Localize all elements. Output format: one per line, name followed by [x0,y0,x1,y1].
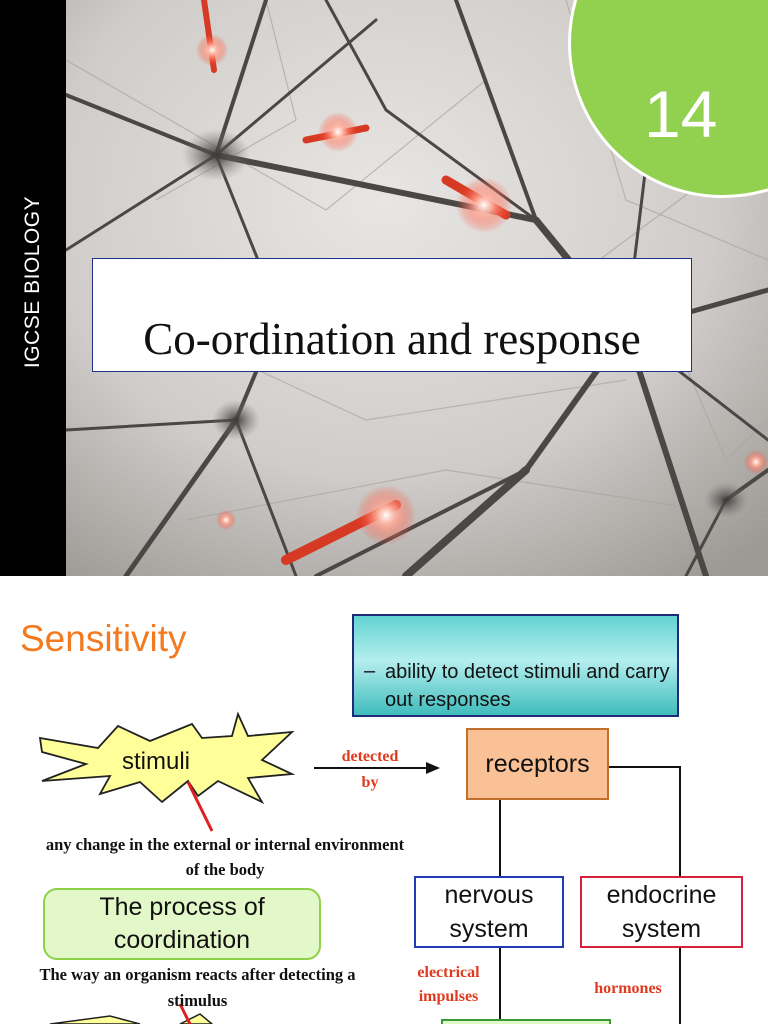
nervous-line1: nervous [444,881,534,909]
title-slide: IGCSE BIOLOGY [0,0,768,576]
bottom-green-box [441,1019,611,1024]
receptors-box: receptors [466,728,609,800]
definition-text: ability to detect stimuli and carry out … [385,661,670,711]
title-box: Co-ordination and response [92,258,692,372]
endocrine-line1: endocrine [606,881,717,909]
electrical-label: electrical [417,964,480,981]
detected-label: detected [341,748,399,765]
stimuli-label: stimuli [122,748,191,775]
nervous-line2: system [449,915,529,943]
bottom-burst-partial [49,1015,141,1024]
slide-heading: Sensitivity [20,618,187,659]
sensitivity-slide: Sensitivity – ability to detect stimuli … [0,576,768,1024]
definition-dash: – [364,660,376,682]
detected-arrow-head [426,762,440,774]
impulses-label: impulses [418,988,479,1005]
process-of-coordination-box: The process of coordination [43,888,321,960]
receptors-to-endocrine-line [609,766,681,876]
slide-title: Co-ordination and response [143,314,641,364]
stimuli-pointer-line [186,781,214,832]
endocrine-line2: system [621,915,702,943]
process-line1: The process of [99,893,265,921]
stimuli-caption: any change in the external or internal e… [45,835,405,879]
bottom-pointer-line [178,1003,192,1024]
hormones-label: hormones [594,980,662,997]
stimuli-burst-shape [38,711,296,805]
receptors-label: receptors [485,750,590,778]
definition-box: – ability to detect stimuli and carry ou… [352,614,679,717]
process-caption: The way an organism reacts after detecti… [39,965,356,1010]
nervous-system-box: nervous system [414,876,564,948]
course-label: IGCSE BIOLOGY [21,195,44,369]
diagram-graphics [38,711,681,1024]
chapter-number: 14 [644,77,718,151]
by-label: by [361,774,379,791]
side-strip: IGCSE BIOLOGY [0,0,66,576]
process-line2: coordination [113,926,251,954]
endocrine-system-box: endocrine system [580,876,743,948]
